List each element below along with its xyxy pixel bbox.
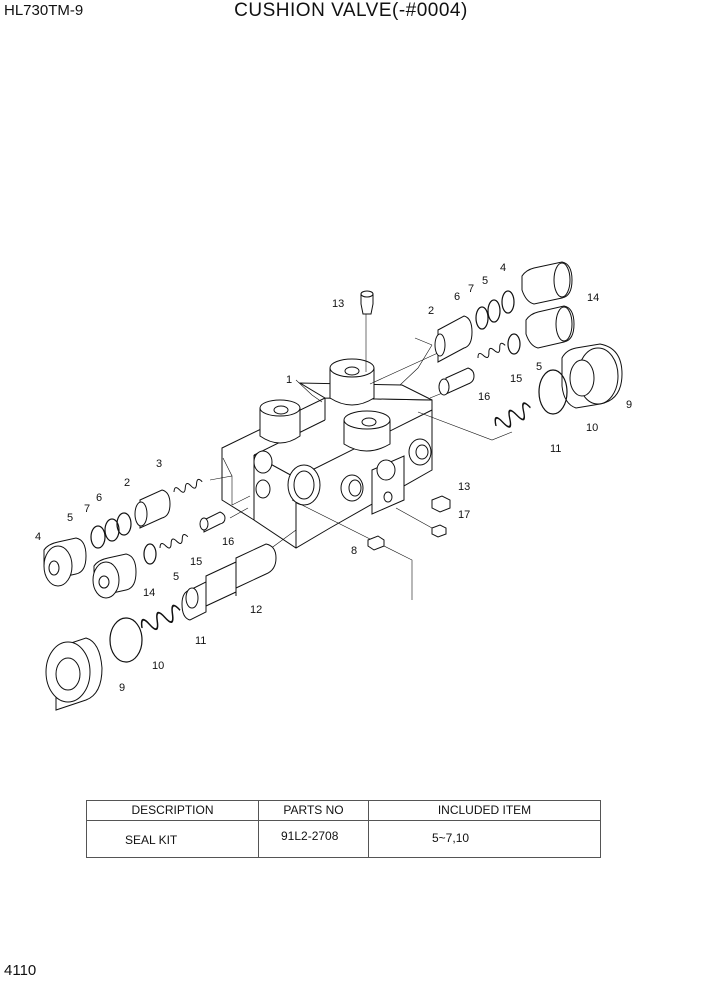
- side-fittings: [367, 495, 451, 551]
- callout-14: 14: [587, 292, 599, 304]
- part-14-plug-left: [92, 553, 137, 599]
- part-13-plug-top: [360, 290, 374, 315]
- callout-7: 7: [468, 283, 474, 295]
- part-9-plug-left: [45, 637, 103, 711]
- callout-13: 13: [332, 298, 344, 310]
- part-2-spool-left: [134, 489, 171, 529]
- part-4-plug-right: [521, 261, 573, 305]
- part-16-pin-left: [199, 511, 226, 533]
- callout-9: 9: [119, 682, 125, 694]
- callout-10: 10: [152, 660, 164, 672]
- callout-5: 5: [67, 512, 73, 524]
- callout-8: 8: [351, 545, 357, 557]
- callout-1: 1: [286, 374, 292, 386]
- callout-17: 17: [458, 509, 470, 521]
- callout-12: 12: [250, 604, 262, 616]
- callout-15: 15: [510, 373, 522, 385]
- callout-14: 14: [143, 587, 155, 599]
- table-row: SEAL KIT 91L2-2708 5~7,10: [87, 820, 600, 858]
- page-number: 4110: [4, 962, 37, 979]
- valve-body: [221, 358, 433, 549]
- cell-included-item: 5~7,10: [432, 831, 470, 845]
- part-16-pin-right: [438, 367, 475, 396]
- callout-11: 11: [195, 635, 206, 647]
- model-number: HL730TM-9: [4, 2, 84, 19]
- callout-2: 2: [124, 477, 130, 489]
- o-rings-left: [90, 512, 157, 663]
- header-description: DESCRIPTION: [131, 803, 214, 817]
- cell-parts-no: 91L2-2708: [281, 829, 339, 843]
- callout-7: 7: [84, 503, 90, 515]
- callout-5: 5: [482, 275, 488, 287]
- callout-2: 2: [428, 305, 434, 317]
- header-included-item: INCLUDED ITEM: [437, 803, 532, 817]
- part-2-spool-right: [434, 315, 473, 363]
- part-4-plug-left: [43, 537, 87, 587]
- callout-13: 13: [458, 481, 470, 493]
- callout-labels: 1 2 2 3 4 4 5 5 5 5 6 6 7 7 8 9 9 10 10 …: [35, 262, 632, 694]
- part-12-spool: [181, 543, 277, 621]
- parts-table-header: DESCRIPTION PARTS NO INCLUDED ITEM: [87, 801, 600, 821]
- callout-5: 5: [536, 361, 542, 373]
- springs-right: [476, 341, 535, 434]
- callout-16: 16: [222, 536, 234, 548]
- callout-16: 16: [478, 391, 490, 403]
- page-title: CUSHION VALVE(-#0004): [234, 0, 468, 21]
- callout-9: 9: [626, 399, 632, 411]
- callout-5: 5: [173, 571, 179, 583]
- callout-4: 4: [500, 262, 506, 274]
- cell-description: SEAL KIT: [125, 833, 178, 847]
- callout-6: 6: [96, 492, 102, 504]
- part-9-plug-right: [561, 343, 623, 409]
- callout-10: 10: [586, 422, 598, 434]
- callout-4: 4: [35, 531, 41, 543]
- parts-table: DESCRIPTION PARTS NO INCLUDED ITEM SEAL …: [86, 800, 601, 858]
- callout-11: 11: [550, 443, 561, 455]
- callout-6: 6: [454, 291, 460, 303]
- callout-15: 15: [190, 556, 202, 568]
- header-parts-no: PARTS NO: [283, 803, 344, 817]
- part-14-plug-right: [525, 305, 575, 349]
- o-rings-right: [475, 290, 568, 415]
- callout-3: 3: [156, 458, 162, 470]
